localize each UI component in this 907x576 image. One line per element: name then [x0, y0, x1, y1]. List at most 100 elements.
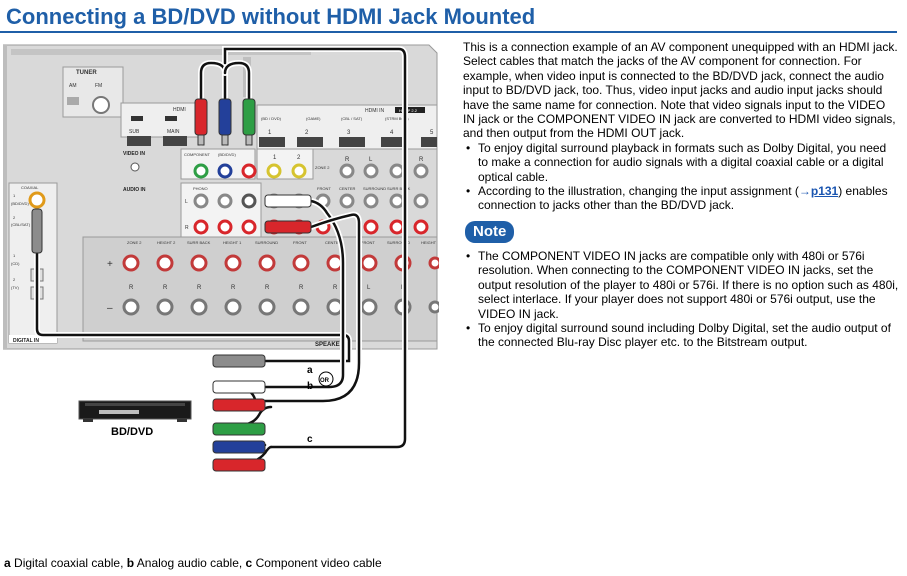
svg-text:SURROUND: SURROUND [255, 240, 278, 245]
page-link-p131[interactable]: →p131 [798, 184, 839, 199]
preout-section: FRONT CENTER SURROUND SURR BACK [315, 186, 429, 235]
bd-dvd-label: BD/DVD [111, 426, 153, 438]
svg-text:2: 2 [13, 215, 16, 220]
svg-text:(CBL / SAT): (CBL / SAT) [341, 116, 363, 121]
svg-text:R: R [129, 285, 134, 291]
svg-text:1: 1 [268, 130, 272, 136]
tips-list: • To enjoy digital surround playback in … [463, 141, 899, 213]
svg-text:L: L [369, 157, 373, 163]
svg-text:ZONE 2: ZONE 2 [315, 165, 330, 170]
svg-text:FRONT: FRONT [293, 240, 307, 245]
svg-text:R: R [185, 225, 189, 231]
svg-text:(STRM BOX): (STRM BOX) [385, 116, 409, 121]
bullet-mark: • [466, 248, 471, 263]
svg-text:2: 2 [297, 155, 301, 161]
bullet-mark: • [466, 140, 471, 155]
or-label: OR [320, 378, 330, 384]
bd-dvd-player: BD/DVD [78, 400, 192, 438]
svg-text:2: 2 [305, 130, 309, 136]
description: This is a connection example of an AV co… [463, 40, 899, 350]
svg-text:R: R [333, 285, 338, 291]
intro-paragraph: This is a connection example of an AV co… [463, 40, 898, 141]
svg-text:MAIN: MAIN [167, 129, 180, 135]
page-title: Connecting a BD/DVD without HDMI Jack Mo… [6, 4, 536, 29]
svg-text:COAXIAL: COAXIAL [21, 185, 39, 190]
svg-text:SUB: SUB [129, 129, 140, 135]
receiver-rear-panel: TUNER AM FM HDMI SUB MAIN HDMI IN HDCP 2… [2, 44, 442, 350]
component-plugs-receiver [194, 98, 256, 146]
svg-text:4: 4 [390, 130, 394, 136]
digital-in-label: DIGITAL IN [13, 338, 39, 344]
svg-text:FM: FM [95, 83, 102, 89]
video-in-section: VIDEO IN COMPONENT (BD/DVD) 1 2 [123, 148, 314, 180]
hdmi-out-section: HDMI SUB MAIN [120, 102, 204, 146]
svg-text:VIDEO IN: VIDEO IN [123, 151, 145, 157]
svg-text:HEIGHT: HEIGHT [421, 240, 437, 245]
bullet-mark: • [466, 320, 471, 335]
svg-text:CENTER: CENTER [325, 240, 342, 245]
svg-text:CENTER: CENTER [339, 186, 356, 191]
digital-in-section: COAXIAL 1 (BD/DVD) 2 (CBL/SAT) 1 (CD) 2 … [8, 182, 58, 344]
connection-diagram: TUNER AM FM HDMI SUB MAIN HDMI IN HDCP 2… [2, 43, 442, 513]
svg-text:5: 5 [430, 130, 434, 136]
svg-text:HDCP 2.2: HDCP 2.2 [399, 108, 418, 113]
svg-text:1: 1 [13, 193, 16, 198]
figure-caption: a Digital coaxial cable, b Analog audio … [4, 556, 382, 570]
svg-text:1: 1 [273, 155, 277, 161]
list-item: • To enjoy digital surround playback in … [466, 140, 887, 184]
cable-letter-c: c [307, 434, 313, 445]
svg-text:FRONT: FRONT [361, 240, 375, 245]
svg-text:L: L [367, 285, 371, 291]
svg-text:3: 3 [347, 130, 351, 136]
svg-text:L: L [185, 199, 188, 205]
svg-text:PHONO: PHONO [193, 186, 208, 191]
list-item: • The COMPONENT VIDEO IN jacks are compa… [466, 248, 899, 321]
title-rule [0, 31, 897, 33]
svg-text:COMPONENT: COMPONENT [184, 152, 211, 157]
svg-text:(BD / DVD): (BD / DVD) [261, 116, 282, 121]
svg-text:SPEAKERS: SPEAKERS [315, 342, 348, 348]
coax-plug-receiver [31, 208, 43, 254]
cable-letter-a: a [307, 365, 313, 376]
list-item: • According to the illustration, changin… [466, 184, 888, 213]
tuner-label: TUNER [76, 70, 97, 76]
analog-plugs-receiver [264, 194, 312, 234]
svg-text:(BD/DVD): (BD/DVD) [218, 152, 236, 157]
svg-text:SURROUND: SURROUND [363, 186, 386, 191]
svg-text:HEIGHT 2: HEIGHT 2 [157, 240, 176, 245]
svg-text:HDMI: HDMI [173, 107, 186, 113]
svg-text:–: – [107, 303, 113, 314]
svg-text:(GAME): (GAME) [306, 116, 321, 121]
svg-text:R: R [163, 285, 168, 291]
svg-text:R: R [419, 157, 424, 163]
svg-text:(CBL/SAT): (CBL/SAT) [11, 222, 31, 227]
svg-text:HDMI IN: HDMI IN [365, 108, 385, 114]
svg-text:ZONE 2: ZONE 2 [127, 240, 142, 245]
svg-text:(CD): (CD) [11, 261, 20, 266]
svg-text:FRONT: FRONT [317, 186, 331, 191]
svg-text:R: R [197, 285, 202, 291]
hdmi-in-section: HDMI IN HDCP 2.2 (BD / DVD) (GAME) (CBL … [256, 104, 438, 150]
svg-text:R: R [231, 285, 236, 291]
zone2-section: ZONE 2 R L R [315, 157, 429, 179]
bullet-mark: • [466, 184, 471, 199]
svg-text:HEIGHT 1: HEIGHT 1 [223, 240, 242, 245]
svg-text:SURR BACK: SURR BACK [187, 240, 211, 245]
svg-text:AM: AM [69, 83, 77, 89]
note-list: • The COMPONENT VIDEO IN jacks are compa… [463, 249, 899, 350]
speaker-terminals: ZONE 2 HEIGHT 2 SURR BACK HEIGHT 1 SURRO… [82, 236, 442, 348]
svg-text:(BD/DVD): (BD/DVD) [11, 201, 29, 206]
svg-text:R: R [265, 285, 270, 291]
cable-letters: a b OR c [307, 365, 334, 445]
svg-text:2: 2 [13, 277, 16, 282]
tuner-section: TUNER AM FM [62, 66, 124, 118]
svg-text:SURROUND: SURROUND [387, 240, 410, 245]
cable-letter-b: b [307, 381, 313, 392]
svg-text:AUDIO IN: AUDIO IN [123, 187, 146, 193]
cables [34, 46, 408, 467]
svg-text:R: R [299, 285, 304, 291]
svg-text:+: + [107, 259, 113, 270]
player-side-plugs [212, 354, 266, 472]
list-item: • To enjoy digital surround sound includ… [466, 320, 891, 350]
svg-text:1: 1 [13, 253, 16, 258]
